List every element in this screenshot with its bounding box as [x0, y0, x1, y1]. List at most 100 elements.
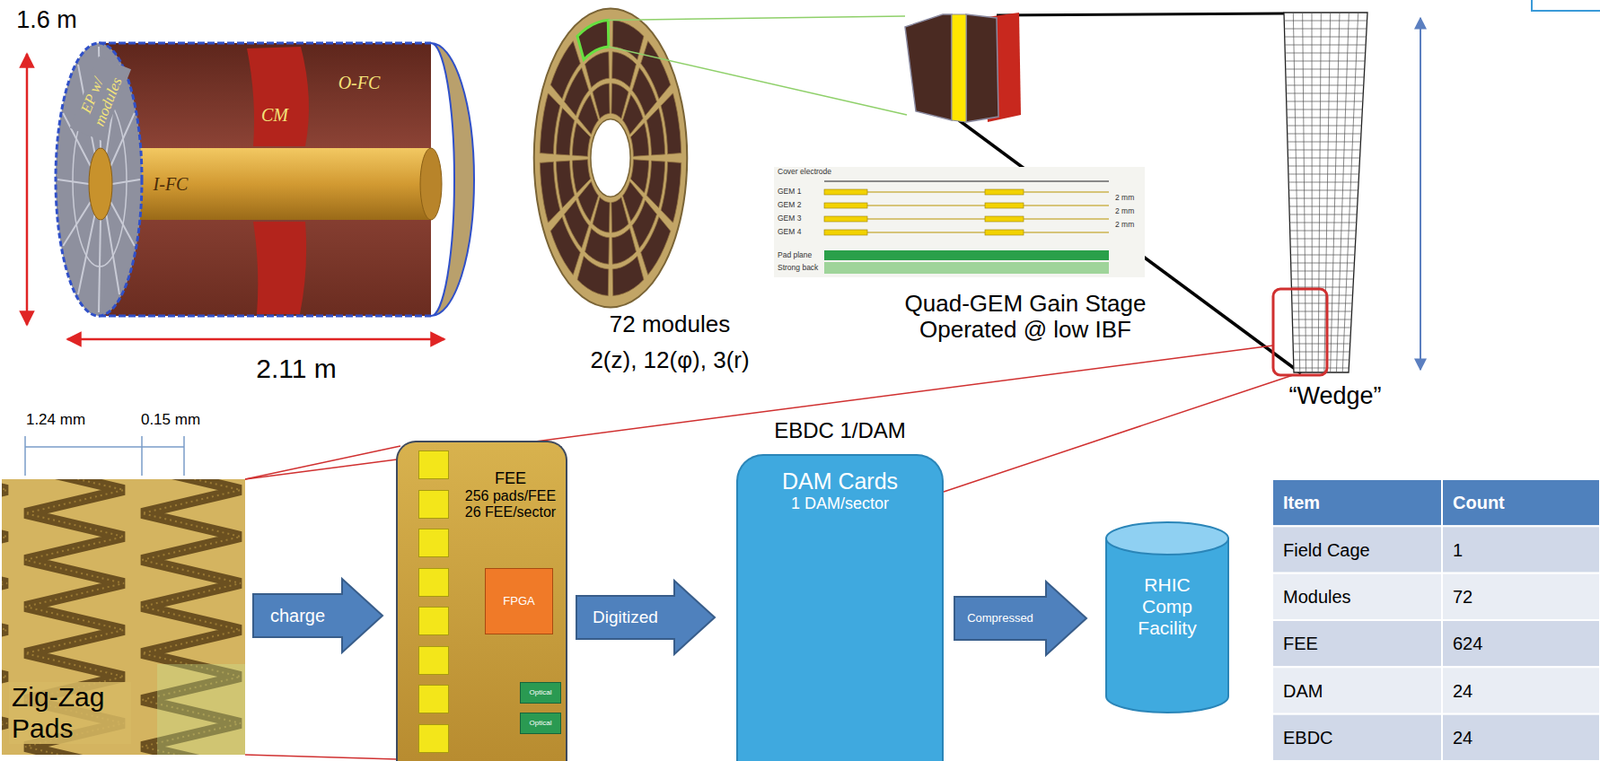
pad-row-line	[1288, 182, 1359, 184]
readout-module	[585, 52, 610, 88]
pad-row-line	[1287, 149, 1361, 151]
readout-module	[577, 20, 609, 61]
readout-module	[630, 123, 649, 157]
central-membrane	[253, 221, 307, 315]
pad-row-line	[1285, 93, 1363, 95]
readout-module	[612, 52, 637, 88]
gem-frame	[824, 229, 868, 236]
pad-row-line	[1291, 263, 1355, 264]
table-cell: Count	[1452, 492, 1505, 513]
beam-hole	[590, 119, 631, 197]
table-cell: EBDC	[1283, 728, 1334, 748]
dimension-label: 0.15 mm	[140, 412, 201, 430]
pad-row-line	[1292, 319, 1352, 321]
part-label: CM	[261, 105, 289, 125]
pad-row-line	[1284, 44, 1366, 46]
layer-label: Cover electrode	[777, 167, 832, 176]
zoom-box	[1273, 289, 1328, 376]
inner-field-cage	[100, 148, 431, 220]
inner-tube-end	[88, 148, 113, 220]
readout-module	[585, 228, 610, 264]
pad-row-line	[1286, 109, 1363, 111]
readout-module	[571, 159, 590, 194]
cylinder-shape	[1104, 520, 1231, 715]
optical-link: Optical	[519, 712, 562, 735]
gem-frame	[824, 216, 868, 222]
pad-row-line	[1285, 77, 1364, 79]
pad-row-line	[1292, 303, 1353, 305]
optical-link: Optical	[519, 682, 562, 704]
pad-row-line	[1288, 190, 1358, 192]
gem-foil	[1023, 218, 1109, 220]
readout-module	[612, 228, 637, 264]
table-cell: 72	[1452, 587, 1473, 607]
layer-label: GEM 3	[777, 214, 801, 223]
pad-row-line	[1318, 12, 1321, 373]
pad-chip	[418, 685, 449, 714]
pad-photo: Zig-Zag Pads	[1, 479, 246, 756]
readout-module	[641, 217, 671, 276]
dimension-line	[25, 446, 185, 449]
gem-frame	[984, 202, 1024, 209]
pad-row-line	[1287, 158, 1360, 159]
pad-row-line	[1292, 343, 1351, 345]
caption-text: 2(z), 12(φ), 3(r)	[589, 347, 749, 374]
dimension-tick	[140, 436, 143, 476]
pad-row-line	[1284, 52, 1365, 54]
pad-row-line	[1293, 360, 1350, 361]
readout-module	[646, 160, 665, 209]
spoke	[98, 219, 101, 313]
pad-row-line	[1283, 28, 1367, 30]
storage-cylinder: RHIC Comp Facility	[1104, 520, 1231, 715]
inner-field-cage-end	[420, 148, 442, 220]
cylinder-top	[1106, 522, 1229, 555]
table-row	[1272, 479, 1600, 527]
readout-module	[660, 161, 682, 223]
arrow-label: charge	[270, 606, 326, 626]
pad-row-line	[1288, 174, 1360, 176]
caption-text: Quad-GEM Gain Stage Operated @ low IBF	[890, 290, 1161, 343]
layer-label: GEM 2	[777, 201, 801, 210]
pad-row-line	[1286, 101, 1363, 103]
pad-plane	[824, 250, 1109, 261]
part-label: EP w/ modules	[70, 56, 132, 141]
pad-row-line	[1289, 206, 1358, 208]
pad-row-line	[1286, 125, 1362, 127]
end-plate-face	[55, 43, 142, 317]
caption-text: “Wedge”	[1288, 383, 1381, 411]
spoke	[62, 202, 91, 247]
fpga-chip: FPGA	[484, 568, 554, 635]
pad-row-line	[1302, 12, 1307, 373]
readout-module	[612, 256, 644, 297]
pad-gap	[1, 479, 8, 756]
table-cell: Item	[1283, 492, 1320, 513]
card-title: DAM Cards	[747, 468, 933, 495]
link-label: Optical	[529, 719, 553, 728]
readout-module	[611, 197, 629, 233]
pad-chip	[418, 646, 449, 676]
table-row	[1272, 620, 1600, 668]
pad-row-line	[1293, 368, 1349, 370]
dimension-label: 1.24 mm	[26, 412, 86, 430]
readout-module	[539, 161, 561, 223]
pad-row-line	[1290, 230, 1357, 232]
dimension-arrow	[26, 53, 29, 326]
dam-card: EBDC 1/DAMDAM Cards1 DAM/sector	[736, 454, 944, 761]
part-label: O-FC	[338, 72, 381, 93]
board-title: FEE	[462, 469, 559, 489]
board-spec: 256 pads/FEE	[462, 488, 559, 505]
pad-row-line	[1292, 351, 1350, 353]
shell-edge	[98, 42, 431, 45]
block-arrow	[576, 580, 715, 655]
pad-chip	[418, 528, 449, 558]
spoke	[78, 215, 96, 296]
board-spec: 26 FEE/sector	[462, 504, 559, 521]
pad-chip	[418, 724, 449, 754]
table-cell: Modules	[1283, 587, 1352, 607]
table-cell: 24	[1452, 681, 1473, 702]
zoom-line	[943, 375, 1293, 493]
pad-row-line	[1283, 20, 1367, 22]
pad-row-line	[1288, 166, 1360, 168]
pad-row-line	[1284, 61, 1365, 62]
highlight-module	[577, 20, 609, 61]
